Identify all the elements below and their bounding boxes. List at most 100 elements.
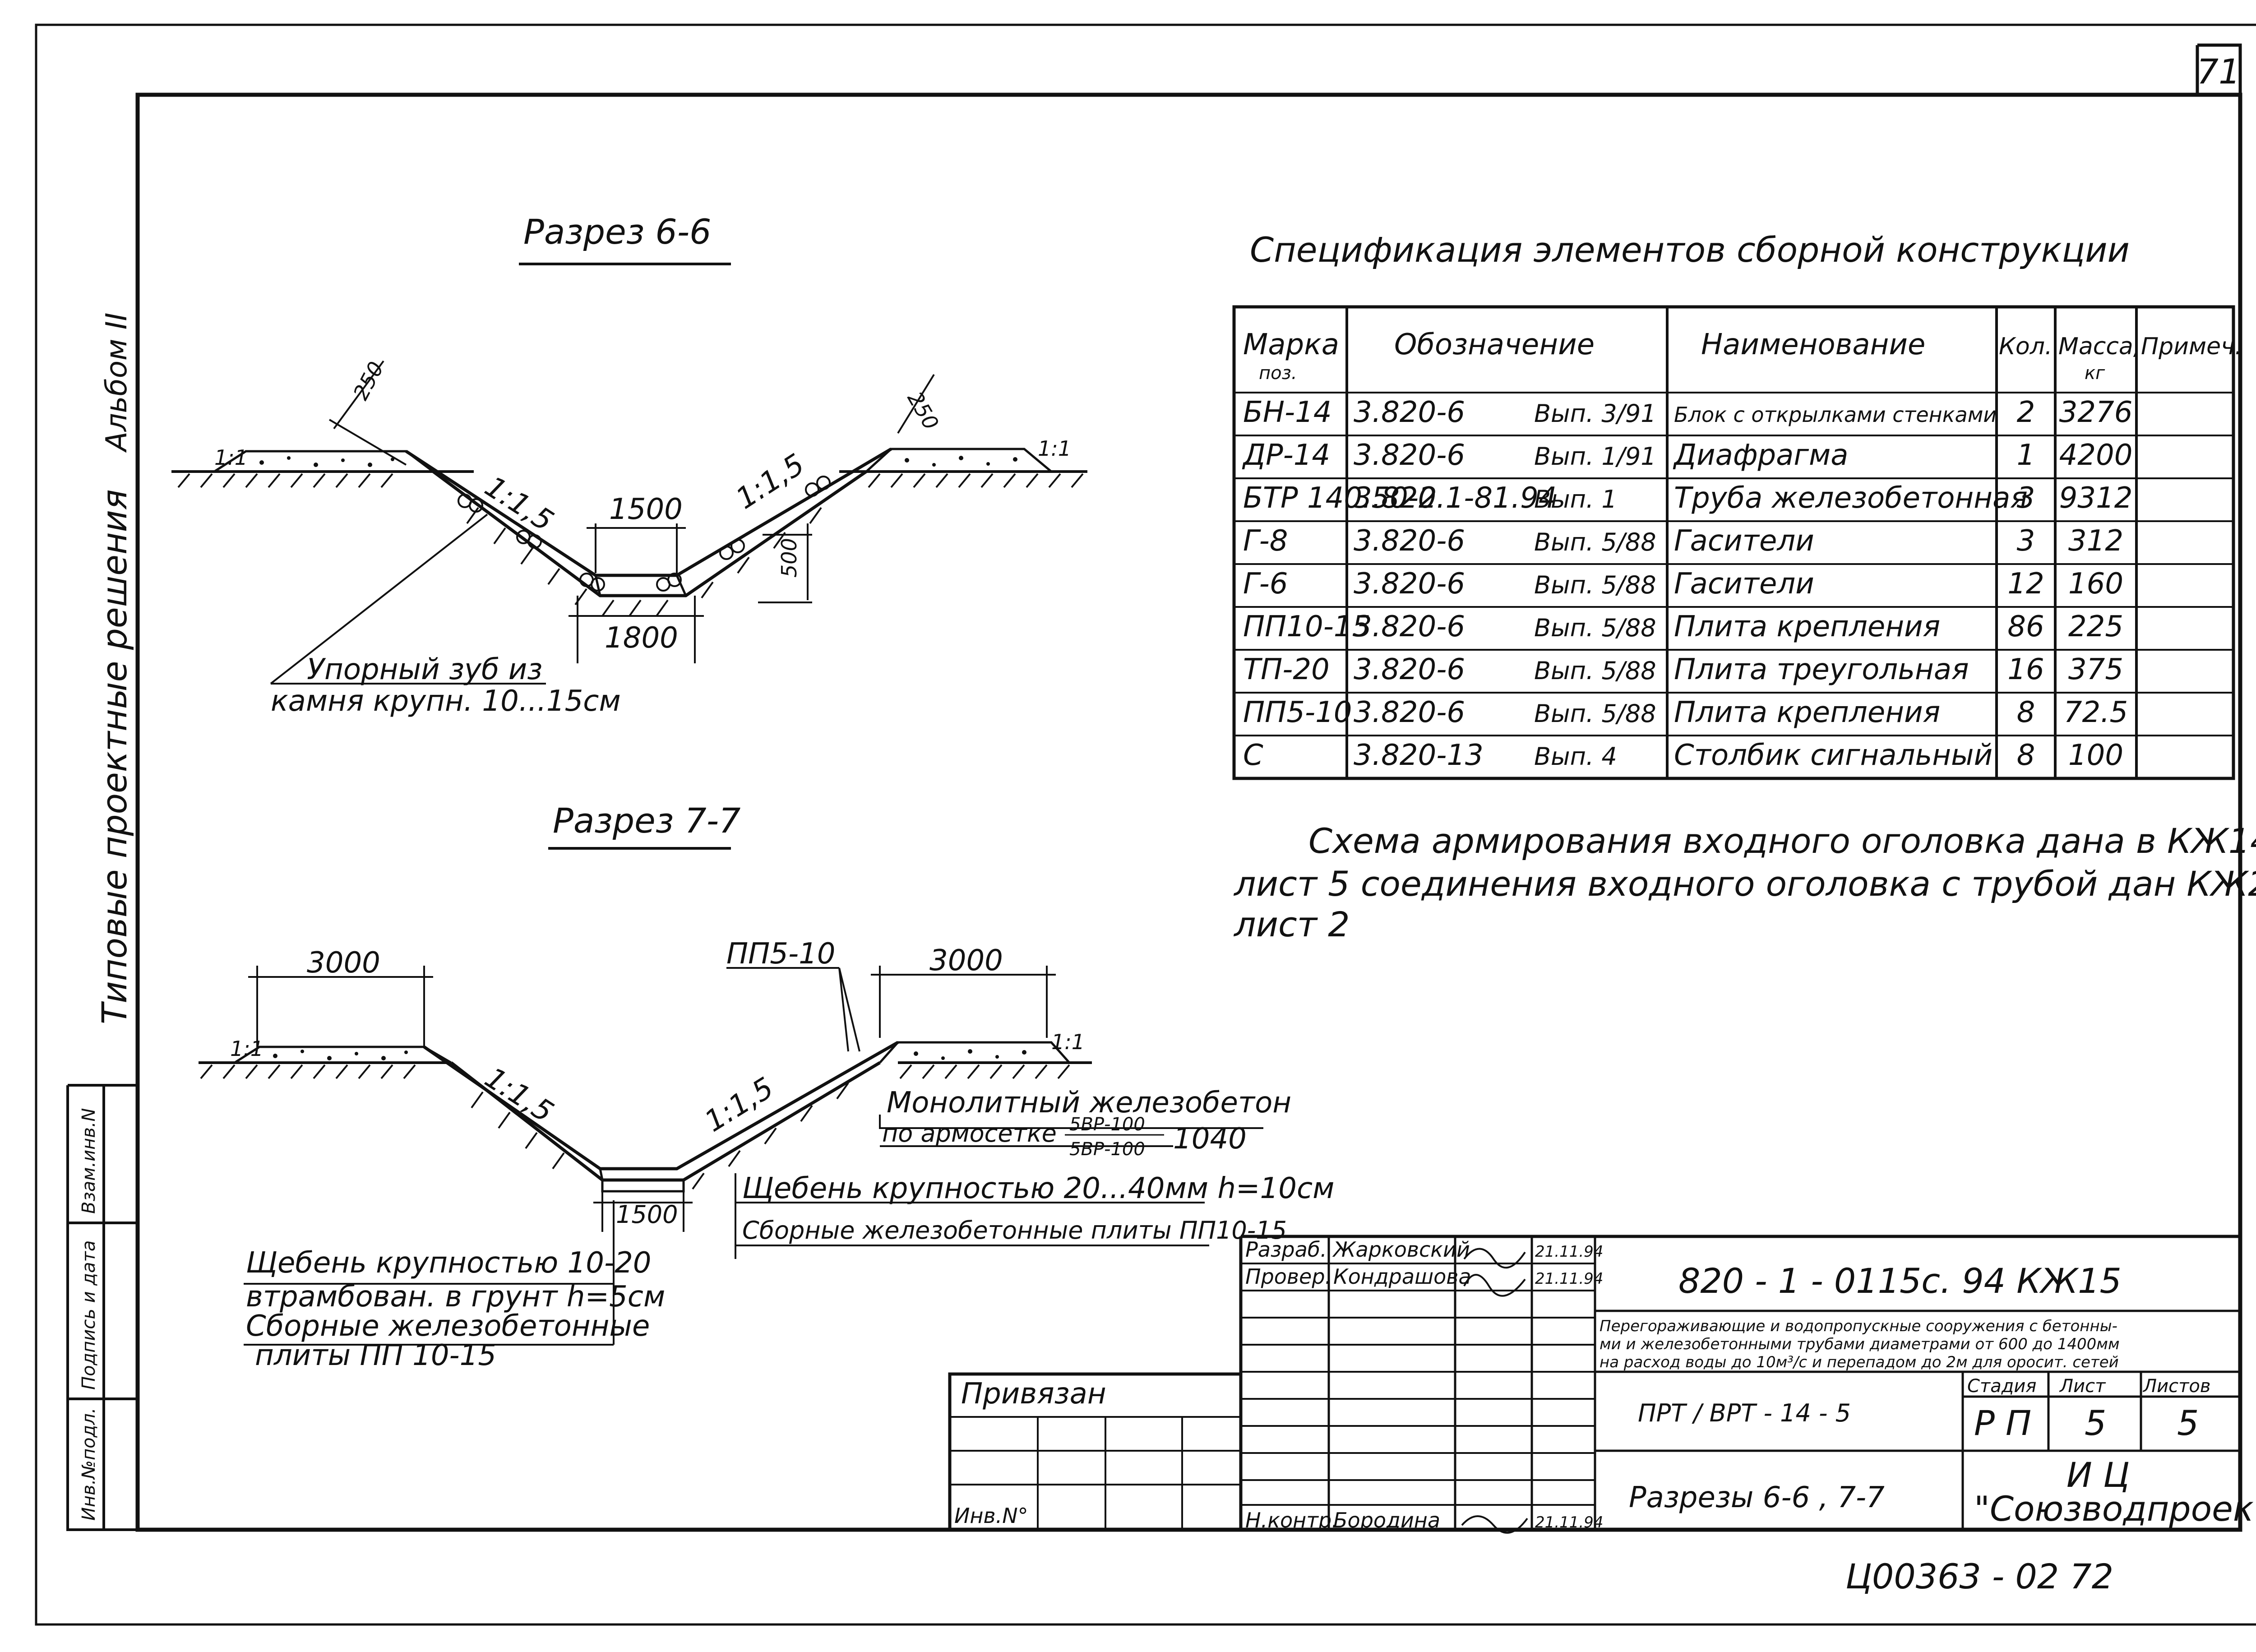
spec-cell-qty: 3 [2017,524,2035,558]
specification: Спецификация элементов сборной конструкц… [1232,230,2242,780]
ditch-bottom-7 [450,1061,881,1182]
spec-cell-doc: 3.820-13 [1354,739,1484,772]
desc-line2: ми и железобетонными трубами диаметрами … [1600,1335,2120,1353]
pp-label-7: ПП5-10 [726,937,836,971]
slope-left-7: 1:1,5 [479,1061,559,1129]
dim-250-right-6 [897,374,935,434]
ditch-top-7 [423,1041,899,1171]
spec-cell-doc: 3.820-6 [1354,653,1465,686]
berm-right-7 [879,1041,1070,1064]
spec-cell-issue: Вып. 5/88 [1534,528,1656,556]
spec-cell-doc: 3.820-6 [1354,524,1465,558]
spec-cell-doc: 3.820.1-81.94 [1354,481,1557,515]
left-note-7-line3: Сборные железобетонные [246,1310,650,1343]
slope-1-1-left-6: 1:1 [214,445,248,470]
spec-table-border [1232,305,2235,780]
side-cell-vzam: Взам.инв.N [79,1108,99,1214]
prover-name: Кондрашова [1333,1264,1471,1289]
prover-signature [1463,1274,1526,1297]
razrab-date: 21.11.94 [1535,1243,1603,1261]
spec-cell-qty: 8 [2017,739,2035,772]
note-line3: лист 2 [1233,904,1350,944]
dim-3000-right-7 [871,966,1056,1038]
spec-header-mass: Масса, [2058,333,2140,360]
berm-right-6 [865,448,1052,472]
sheet-number-box [2196,43,2242,95]
spec-header-mass-unit: кг [2085,363,2105,384]
dim-1800-6-text: 1800 [605,621,678,655]
prover-date: 21.11.94 [1535,1270,1603,1288]
spec-cell-mass: 160 [2068,567,2123,601]
spec-cell-mark: БН-14 [1243,396,1332,429]
nkontr-label: Н.контр. [1245,1508,1338,1532]
dim-1800-6 [569,596,704,663]
spec-cell-qty: 16 [2007,653,2044,686]
nkontr-name: Бородина [1333,1508,1440,1532]
section-6-6-title: Разрез 6-6 [523,212,712,252]
spec-cell-name: Блок с открылками стенками [1674,403,1997,427]
mono-note-line2: по армосетке [882,1119,1057,1148]
spec-cell-mark: Г-6 [1243,567,1288,601]
spec-header-name: Наименование [1701,328,1925,361]
general-note: Схема армирования входного оголовка дана… [1233,821,2256,944]
nkontr-date: 21.11.94 [1535,1513,1603,1532]
doc-code: 820 - 1 - 0115с. 94 КЖ15 [1678,1261,2122,1301]
berm-dots-7 [273,1049,1026,1060]
spec-cell-mass: 312 [2068,524,2123,558]
dim-3000-right-7-text: 3000 [929,944,1003,977]
leader-note-6 [270,514,546,685]
desc-line3: на расход воды до 10м³/с и перепадом до … [1600,1353,2119,1371]
dim-3000-left-7-text: 3000 [307,946,380,980]
mesh-bottom: 5ВР-100 [1069,1139,1145,1160]
spec-cell-mass: 3276 [2059,396,2133,429]
dim-1500-7-text: 1500 [616,1200,678,1229]
dim-1500-6 [587,523,686,573]
spec-cell-qty: 86 [2007,610,2044,643]
dim-250-right-6-text: 250 [902,388,943,434]
ditch-top-6 [405,447,892,577]
note-line1: Схема армирования входного оголовка дана… [1308,821,2256,861]
nkontr-signature [1461,1515,1528,1534]
signature-columns [1327,1236,1596,1530]
org-line2: "Союзводпроект" [1974,1489,2256,1529]
signature-rows [1241,1263,1595,1506]
spec-cell-issue: Вып. 5/88 [1534,657,1656,685]
spec-table-rows [1234,392,2233,736]
stage-value: Р П [1974,1403,2031,1443]
spec-table-columns [1345,307,2138,778]
prover-label: Провер. [1245,1264,1331,1289]
spec-cell-qty: 2 [2017,396,2035,429]
dim-500-6 [758,523,812,603]
spec-cell-qty: 8 [2017,696,2035,729]
sheets-value: 5 [2177,1403,2199,1443]
spec-cell-mark: Г-8 [1243,524,1288,558]
berm-dots-6 [259,456,1017,467]
sheet-label: Лист [2059,1376,2106,1397]
spec-cell-name: Гасители [1674,567,1814,601]
spec-cell-name: Плита крепления [1674,610,1940,643]
side-cell-inv: Инв.№подл. [79,1407,99,1521]
spec-cell-mass: 100 [2068,739,2123,772]
attachment-grid [950,1416,1241,1530]
spec-cell-mass: 72.5 [2064,696,2128,729]
spec-cell-mass: 9312 [2059,481,2133,515]
spec-cell-name: Диафрагма [1673,439,1849,472]
privyazan-label: Привязан [961,1377,1106,1411]
dim-500-6-text: 500 [777,538,801,578]
spec-header-designation: Обозначение [1394,328,1595,361]
sheet-title: Разрезы 6-6 , 7-7 [1629,1481,1885,1514]
razrab-name: Жарковский [1332,1237,1470,1262]
title-block: Привязан Инв.N° Разраб. Жарковский 21.11… [948,1235,2256,1534]
sheets-label: Листов [2142,1376,2210,1397]
spec-cell-mass: 225 [2068,610,2123,643]
spec-cell-name: Труба железобетонная [1674,481,2028,515]
spec-cell-issue: Вып. 4 [1534,742,1617,771]
archive-number: Ц00363 - 02 72 [1845,1556,2113,1596]
pp-leader-7 [726,967,860,1052]
